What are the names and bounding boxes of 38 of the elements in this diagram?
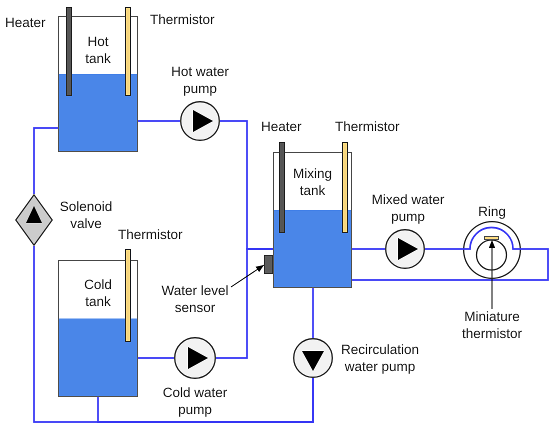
pipe <box>216 248 273 359</box>
part-label: Heater <box>261 119 302 136</box>
part-label: Heater <box>5 15 46 32</box>
pipe <box>138 120 180 122</box>
pipe <box>312 288 314 338</box>
pipe <box>138 357 174 359</box>
callout-label: Miniature thermistor <box>460 309 524 342</box>
valve-label: Solenoid valve <box>60 199 112 232</box>
tank-label: Hot tank <box>85 34 111 67</box>
pump-symbol <box>293 338 333 378</box>
part-label: Thermistor <box>118 227 183 244</box>
pump-label: Recirculation water pump <box>340 342 420 375</box>
tank <box>58 16 138 152</box>
pipe <box>425 248 463 250</box>
part-label: Thermistor <box>150 12 215 28</box>
tank-label: Cold tank <box>84 277 112 310</box>
pump-label: Mixed water pump <box>370 192 446 225</box>
pipe <box>97 378 314 423</box>
leader-line <box>488 240 496 310</box>
tank <box>58 260 138 397</box>
level-sensor <box>264 255 273 274</box>
tank <box>273 152 352 288</box>
valve-symbol <box>15 194 53 246</box>
ring-label: Ring <box>478 204 506 220</box>
pump-symbol <box>174 337 216 379</box>
leader-line <box>230 264 264 288</box>
part-label: Thermistor <box>335 119 400 136</box>
pump-symbol <box>180 101 220 141</box>
pipe <box>352 248 549 281</box>
tank-label: Mixing tank <box>292 166 332 199</box>
callout-label: Water level sensor <box>159 283 231 316</box>
pipe <box>352 248 385 250</box>
pump-symbol <box>385 229 425 269</box>
ring-symbol <box>463 221 521 279</box>
thermistor-chip <box>484 236 499 240</box>
pump-label: Hot water pump <box>170 64 230 97</box>
pump-label: Cold water pump <box>162 385 228 418</box>
pipe <box>33 127 58 194</box>
